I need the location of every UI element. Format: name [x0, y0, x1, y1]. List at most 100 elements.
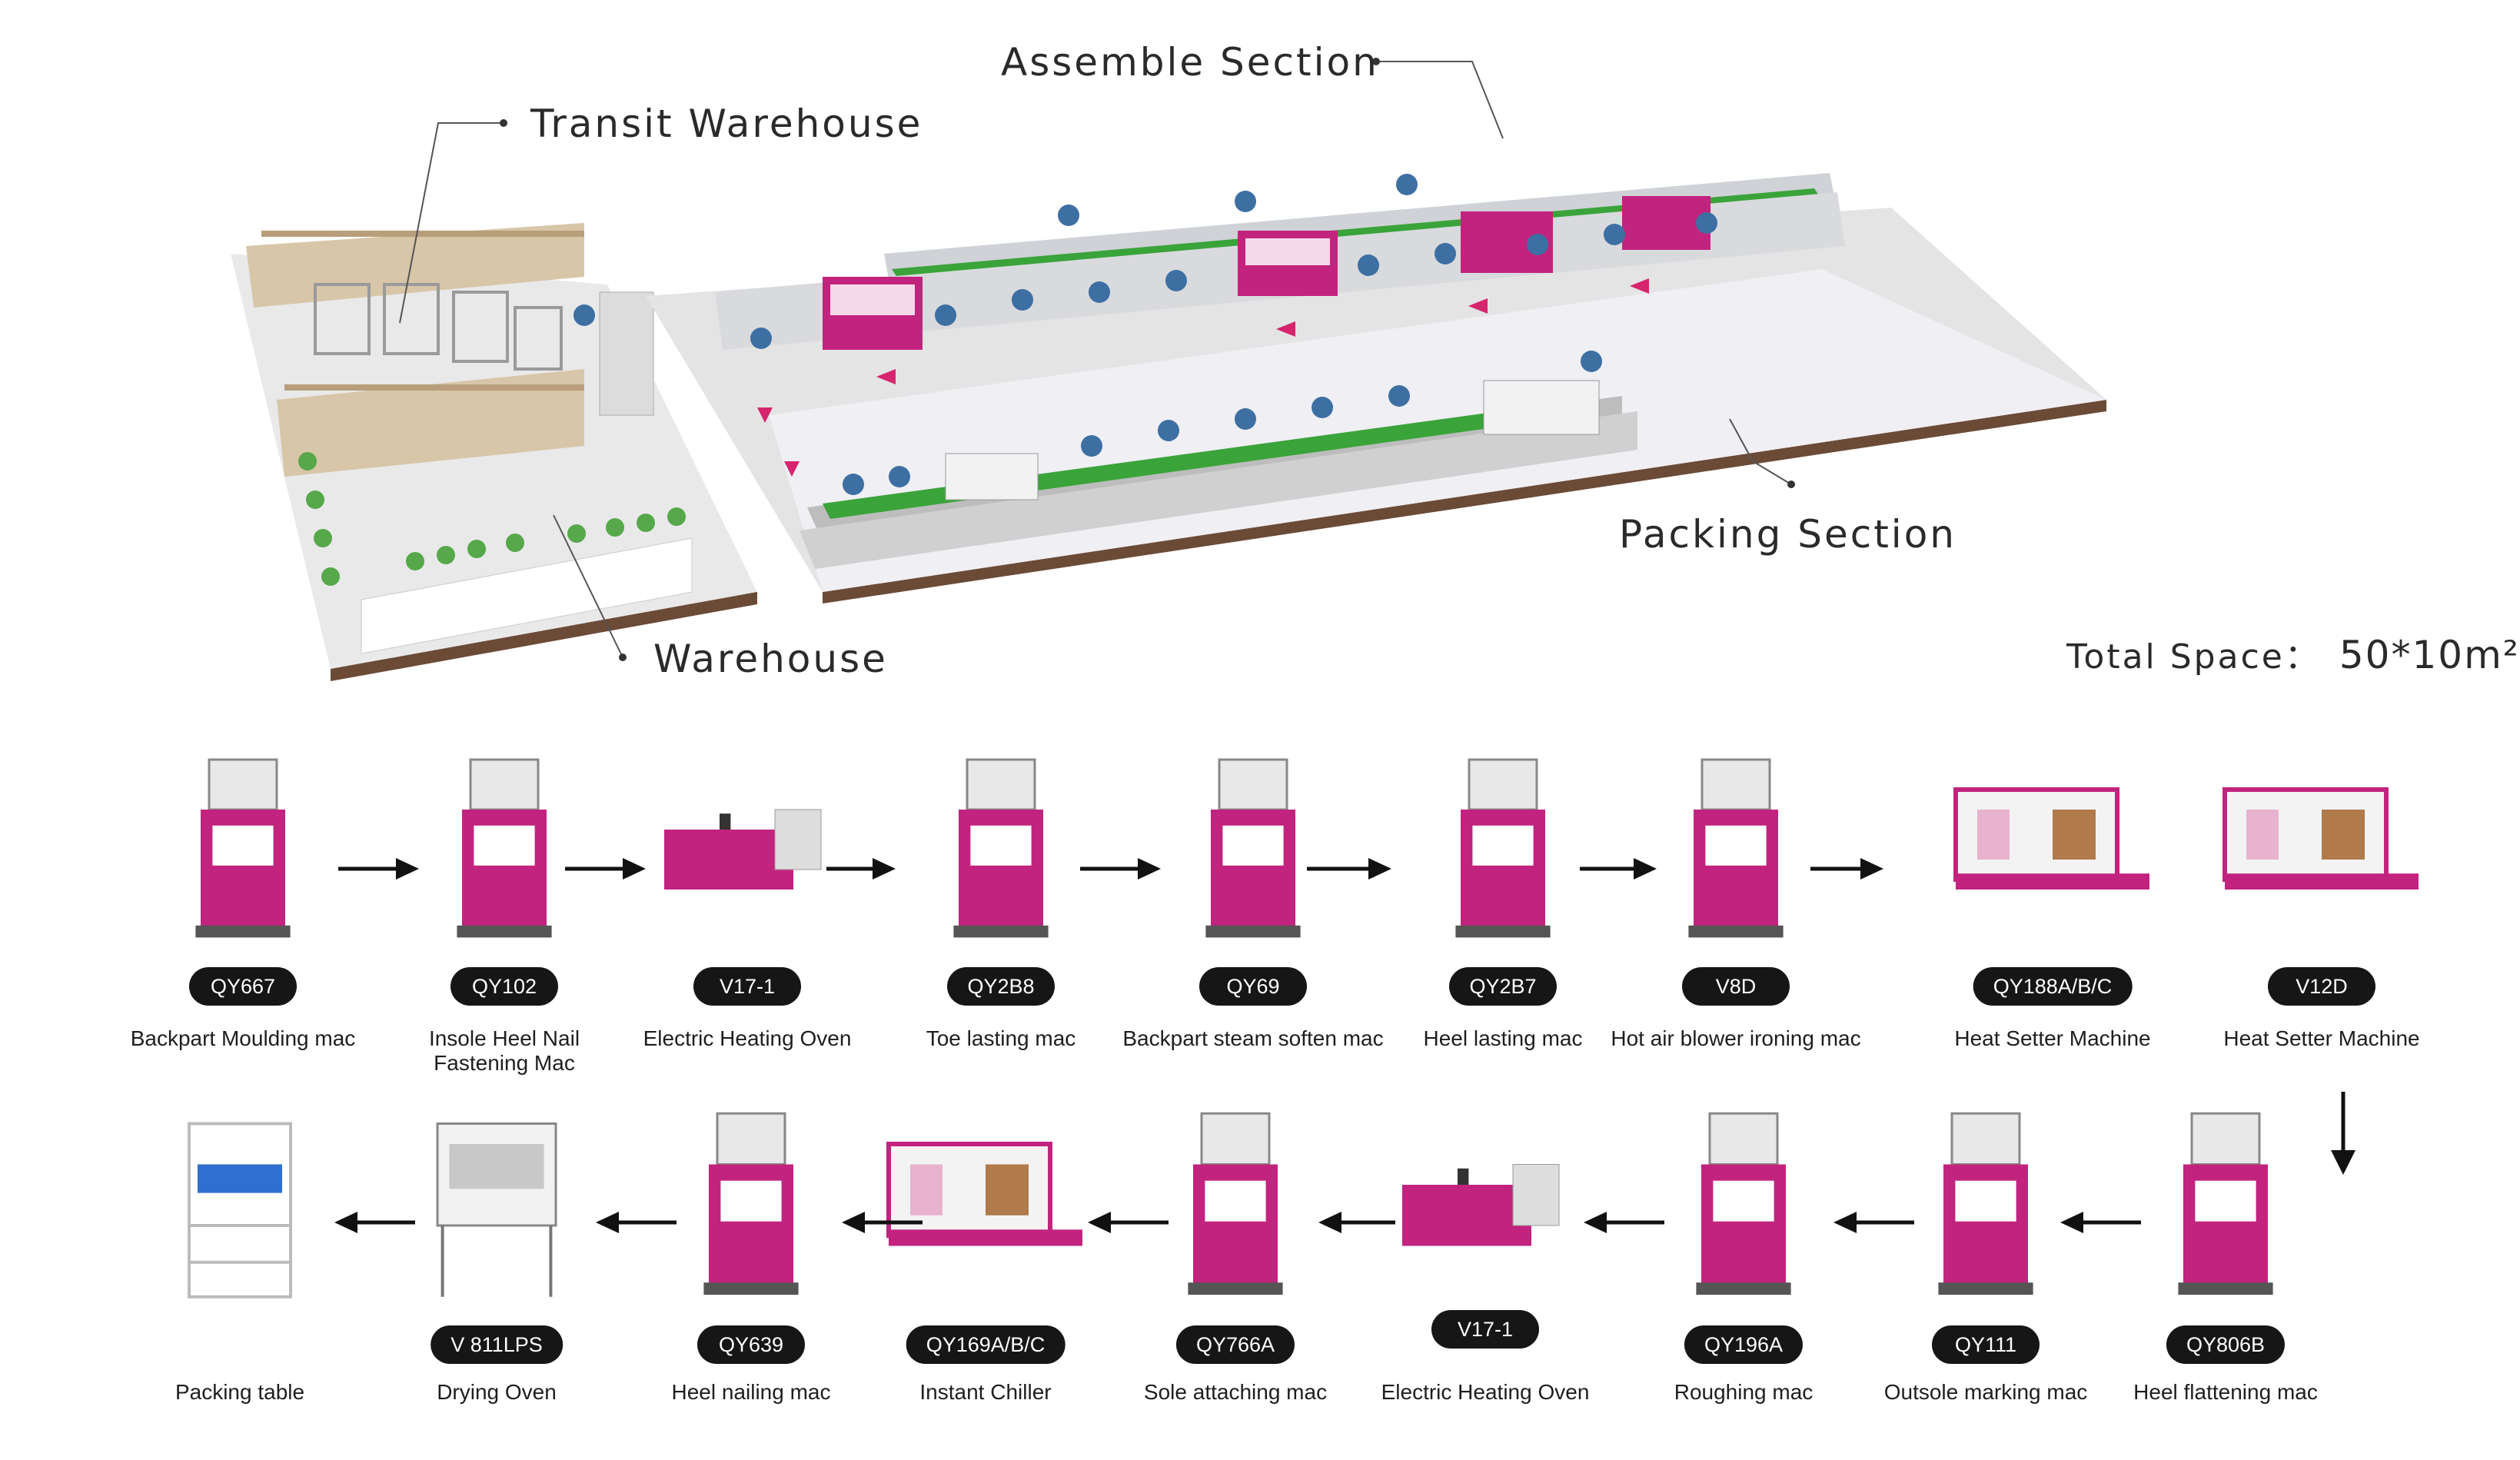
row1-caption-8: Heat Setter Machine	[2223, 1026, 2419, 1051]
row1-model-badge-6: V8D	[1682, 967, 1790, 1006]
row1-caption-line: Toe lasting mac	[926, 1026, 1076, 1050]
flow-arrow-right-icon	[826, 858, 896, 880]
row1-caption-4: Backpart steam soften mac	[1122, 1026, 1383, 1051]
row1-machine-image-8	[2222, 787, 2419, 890]
row2-caption-2: Roughing mac	[1674, 1380, 1814, 1405]
row2-caption-0: Heel flattening mac	[2133, 1380, 2318, 1405]
row1-caption-5: Heel lasting mac	[1424, 1026, 1583, 1051]
row1-caption-line: Insole Heel Nail	[428, 1026, 580, 1050]
row2-machine-image-1	[1938, 1112, 2033, 1295]
row2-machine-image-2	[1696, 1112, 1791, 1295]
row2-model-badge-3: V17-1	[1431, 1310, 1539, 1349]
row1-caption-7: Heat Setter Machine	[1954, 1026, 2150, 1051]
row2-caption-8: Packing table	[175, 1380, 304, 1405]
flow-arrow-left-icon	[596, 1212, 677, 1233]
row1-caption-line: Electric Heating Oven	[643, 1026, 852, 1050]
row1-caption-line: Backpart Moulding mac	[130, 1026, 356, 1050]
production-floor	[573, 173, 2106, 604]
row2-caption-line: Electric Heating Oven	[1381, 1380, 1590, 1404]
flow-arrow-down-icon	[2331, 1092, 2355, 1175]
row2-machine-image-0	[2178, 1112, 2273, 1295]
flow-arrow-left-icon	[1833, 1212, 1914, 1233]
total-space-value: 50*10m²	[2339, 633, 2520, 677]
row2-model-badge-2: QY196A	[1684, 1325, 1804, 1364]
row2-caption-line: Instant Chiller	[919, 1380, 1052, 1404]
row2-machine-image-8	[188, 1122, 292, 1299]
flow-arrow-right-icon	[338, 858, 419, 880]
row2-caption-3: Electric Heating Oven	[1381, 1380, 1590, 1405]
flow-arrow-left-icon	[1584, 1212, 1664, 1233]
row2-machine-image-7	[436, 1122, 557, 1297]
row2-caption-4: Sole attaching mac	[1144, 1380, 1327, 1405]
row2-caption-line: Outsole marking mac	[1883, 1380, 2088, 1404]
row1-machine-image-6	[1688, 758, 1784, 938]
row2-machine-image-5	[886, 1142, 1082, 1246]
row1-machine-image-2	[664, 809, 822, 890]
total-space-label: Total Space：	[2066, 637, 2321, 677]
row1-caption-0: Backpart Moulding mac	[131, 1026, 356, 1051]
row2-machine-image-4	[1188, 1112, 1283, 1295]
flow-arrow-right-icon	[1580, 858, 1657, 880]
assemble-section-label: Assemble Section	[1001, 40, 1379, 85]
row1-caption-6: Hot air blower ironing mac	[1611, 1026, 1860, 1051]
row2-caption-7: Drying Oven	[437, 1380, 557, 1405]
row2-model-badge-4: QY766A	[1175, 1325, 1295, 1364]
row1-machine-image-3	[953, 758, 1049, 938]
row1-machine-image-4	[1205, 758, 1301, 938]
warehouse-label: Warehouse	[653, 637, 888, 681]
packing-section-label: Packing Section	[1619, 512, 1956, 557]
flow-arrow-left-icon	[1318, 1212, 1395, 1233]
row2-model-badge-0: QY806B	[2166, 1325, 2286, 1364]
row1-caption-2: Electric Heating Oven	[643, 1026, 852, 1051]
warehouse-block	[231, 223, 757, 681]
factory-floor-plan	[231, 58, 2106, 681]
row2-machine-image-6	[703, 1112, 799, 1295]
row1-machine-image-5	[1455, 758, 1551, 938]
label-leader-lines	[399, 61, 1792, 658]
flow-arrow-left-icon	[842, 1212, 923, 1233]
flow-arrow-left-icon	[1088, 1212, 1169, 1233]
row2-caption-line: Packing table	[175, 1380, 305, 1404]
flow-arrow-right-icon	[1080, 858, 1161, 880]
row1-caption-line: Heat Setter Machine	[2223, 1026, 2420, 1050]
row1-caption-line: Fastening Mac	[434, 1051, 575, 1075]
row1-caption-line: Heat Setter Machine	[1954, 1026, 2151, 1050]
row1-caption-line: Backpart steam soften mac	[1122, 1026, 1384, 1050]
row2-model-badge-5: QY169A/B/C	[906, 1325, 1066, 1364]
row2-caption-line: Sole attaching mac	[1143, 1380, 1328, 1404]
row2-caption-6: Heel nailing mac	[672, 1380, 831, 1405]
row1-model-badge-7: QY188A/B/C	[1973, 967, 2133, 1006]
row1-machine-image-7	[1953, 787, 2149, 890]
row2-machine-image-3	[1402, 1164, 1560, 1246]
row2-caption-line: Heel flattening mac	[2133, 1380, 2318, 1404]
flow-arrow-left-icon	[334, 1212, 415, 1233]
row2-model-badge-7: V 811LPS	[431, 1325, 563, 1364]
flow-arrow-right-icon	[1307, 858, 1391, 880]
row1-model-badge-5: QY2B7	[1449, 967, 1557, 1006]
row2-caption-line: Roughing mac	[1674, 1380, 1814, 1404]
flow-arrow-right-icon	[565, 858, 646, 880]
row1-model-badge-0: QY667	[189, 967, 297, 1006]
row1-caption-line: Hot air blower ironing mac	[1611, 1026, 1861, 1050]
row1-model-badge-3: QY2B8	[947, 967, 1055, 1006]
flow-arrow-right-icon	[1810, 858, 1883, 880]
row1-caption-line: Heel lasting mac	[1423, 1026, 1583, 1050]
row2-caption-5: Instant Chiller	[919, 1380, 1051, 1405]
row2-model-badge-6: QY639	[697, 1325, 805, 1364]
flow-arrow-left-icon	[2060, 1212, 2141, 1233]
row1-model-badge-8: V12D	[2268, 967, 2375, 1006]
transit-warehouse-label: Transit Warehouse	[530, 101, 923, 146]
row2-caption-line: Drying Oven	[437, 1380, 557, 1404]
row2-model-badge-1: QY111	[1932, 1325, 2040, 1364]
row1-model-badge-1: QY102	[450, 967, 558, 1006]
row2-caption-1: Outsole marking mac	[1884, 1380, 2088, 1405]
row1-model-badge-2: V17-1	[693, 967, 801, 1006]
total-space: Total Space： 50*10m²	[2066, 629, 2520, 678]
row1-machine-image-0	[195, 758, 291, 938]
row1-machine-image-1	[457, 758, 552, 938]
row1-model-badge-4: QY69	[1199, 967, 1307, 1006]
row2-caption-line: Heel nailing mac	[671, 1380, 831, 1404]
row1-caption-3: Toe lasting mac	[926, 1026, 1076, 1051]
